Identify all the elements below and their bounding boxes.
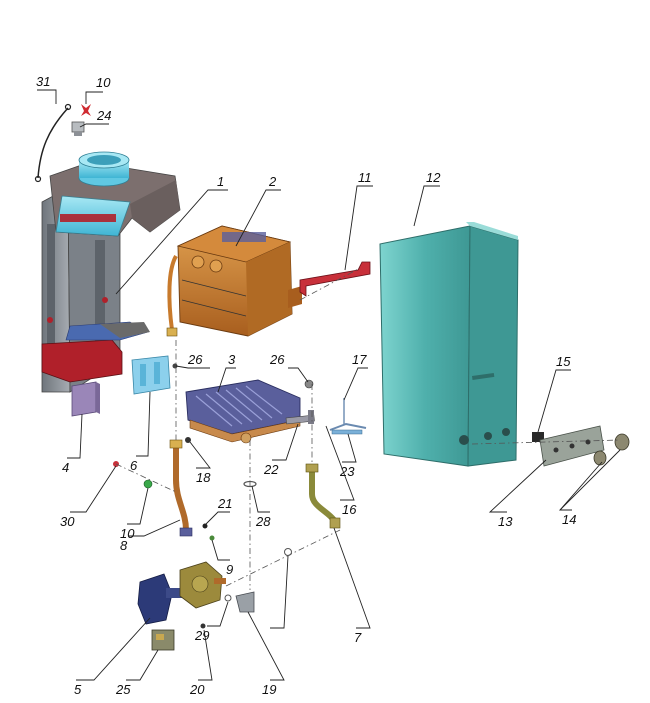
part-3-burner xyxy=(185,379,301,444)
part-gas-valve xyxy=(179,561,226,609)
part-14-knobs xyxy=(593,433,630,466)
callout-9: 9 xyxy=(226,562,233,577)
callout-22: 22 xyxy=(263,462,279,477)
callout-6: 6 xyxy=(130,458,138,473)
part-13-control-panel xyxy=(539,425,605,467)
callout-8: 8 xyxy=(120,538,128,553)
callout-labels: 31 10 24 1 2 11 12 26 3 26 17 15 4 6 18 … xyxy=(36,74,576,697)
callout-18: 18 xyxy=(196,470,211,485)
callout-7: 7 xyxy=(354,630,362,645)
part-6-blue-damper xyxy=(131,355,171,395)
part-21-9-screws xyxy=(202,523,215,541)
callout-4: 4 xyxy=(62,460,69,475)
part-19-bracket xyxy=(235,591,255,613)
part-12-front-casing xyxy=(379,222,519,467)
callout-10-top: 10 xyxy=(96,75,111,90)
part-17-23-pilot-tube xyxy=(329,398,367,435)
callout-28: 29 xyxy=(194,628,209,643)
callout-5: 5 xyxy=(74,682,82,697)
part-22-electrode xyxy=(285,410,315,425)
callout-12: 12 xyxy=(426,170,441,185)
part-2-heat-exchanger xyxy=(166,225,302,337)
callout-26-right: 26 xyxy=(269,352,285,367)
part-8-inlet-pipe xyxy=(169,439,193,537)
callout-29: 30 xyxy=(60,514,75,529)
callout-20: 20 xyxy=(189,682,205,697)
part-28-nut xyxy=(224,594,232,602)
callout-13: 13 xyxy=(498,514,513,529)
callout-30: 31 xyxy=(36,74,50,89)
callout-14: 14 xyxy=(562,512,576,527)
part-4-control-box xyxy=(71,381,100,417)
leader-lines xyxy=(37,89,621,681)
callout-10-lower: 10 xyxy=(120,526,135,541)
part-1-frame-and-hood xyxy=(41,151,181,393)
part-18-screw xyxy=(185,437,191,443)
callout-19: 19 xyxy=(262,682,276,697)
part-24-sensor-bracket xyxy=(71,121,85,136)
callout-21: 21 xyxy=(217,496,232,511)
part-15-knob-bracket xyxy=(532,432,544,442)
part-5-water-valve xyxy=(137,573,184,625)
part-7-outlet-pipe xyxy=(305,463,341,529)
callout-23: 23 xyxy=(339,464,355,479)
part-10-red-fitting-top xyxy=(81,104,91,116)
callout-17: 17 xyxy=(352,352,367,367)
part-11-red-handle xyxy=(299,261,371,297)
callout-11: 11 xyxy=(358,170,372,185)
callout-1: 1 xyxy=(217,174,224,189)
callout-27: 28 xyxy=(255,514,271,529)
callout-3: 3 xyxy=(228,352,236,367)
callout-15: 15 xyxy=(556,354,571,369)
part-20-washer xyxy=(200,623,206,629)
callout-2: 2 xyxy=(268,174,277,189)
callout-25: 25 xyxy=(115,682,131,697)
part-25-microswitch xyxy=(151,629,175,651)
callout-24: 24 xyxy=(96,108,111,123)
callout-16: 16 xyxy=(342,502,357,517)
assembly-axes xyxy=(115,267,621,590)
callout-26-left: 26 xyxy=(187,352,203,367)
part-30-ignition-cable xyxy=(34,103,72,183)
